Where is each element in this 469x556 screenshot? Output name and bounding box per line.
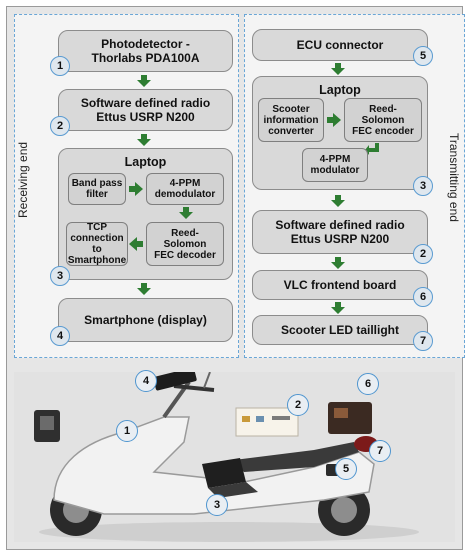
- photodetector-box: Photodetector - Thorlabs PDA100A: [58, 30, 233, 72]
- badge-smartphone: 4: [50, 326, 70, 346]
- mod-line1: 4-PPM: [319, 154, 351, 165]
- badge-tx-sdr: 2: [413, 244, 433, 264]
- transmitting-end-label: Transmitting end: [447, 133, 461, 222]
- ecu-connector-box: ECU connector: [252, 29, 428, 61]
- photodetector-line2: Thorlabs PDA100A: [91, 51, 200, 65]
- badge-rx-sdr: 2: [50, 116, 70, 136]
- photo-badge-5: 5: [335, 458, 357, 480]
- photo-badge-4: 4: [135, 370, 157, 392]
- smartphone-label: Smartphone (display): [84, 313, 207, 327]
- fec-dec-line1: Reed-: [171, 227, 199, 239]
- photo-badge-3: 3: [206, 494, 228, 516]
- fec-dec-line3: FEC decoder: [154, 249, 216, 261]
- tcp-line3: Smartphone: [67, 255, 127, 266]
- tcp-line1: TCP: [87, 222, 107, 233]
- arrow-down-icon: [137, 283, 151, 295]
- demod-line2: demodulator: [154, 189, 216, 200]
- fec-enc-line3: FEC encoder: [352, 125, 414, 137]
- bandpass-line1: Band pass: [71, 178, 123, 189]
- badge-photodetector: 1: [50, 56, 70, 76]
- ppm-demodulator-box: 4-PPM demodulator: [146, 173, 224, 205]
- vlc-label: VLC frontend board: [283, 278, 397, 292]
- arrow-down-icon: [137, 134, 151, 146]
- scooter-info-converter-box: Scooter information converter: [258, 98, 324, 142]
- fec-enc-line2: Solomon: [361, 114, 405, 126]
- arrow-down-icon: [137, 75, 151, 87]
- rs-fec-encoder-box: Reed- Solomon FEC encoder: [344, 98, 422, 142]
- badge-ecu: 5: [413, 46, 433, 66]
- rx-sdr-box: Software defined radio Ettus USRP N200: [58, 89, 233, 131]
- tcp-line2: connection to: [70, 233, 124, 255]
- rx-sdr-line1: Software defined radio: [80, 96, 211, 110]
- arrow-right-icon: [129, 182, 143, 196]
- mod-line2: modulator: [310, 165, 360, 176]
- badge-tx-laptop: 3: [413, 176, 433, 196]
- arrow-down-icon: [331, 63, 345, 75]
- fec-dec-line2: Solomon: [163, 238, 207, 250]
- scooter-info-line1: Scooter: [272, 103, 310, 115]
- arrow-down-icon: [179, 207, 193, 219]
- tx-sdr-line2: Ettus USRP N200: [290, 232, 390, 246]
- arrow-down-icon: [331, 257, 345, 269]
- rx-laptop-title: Laptop: [124, 155, 167, 169]
- ecu-label: ECU connector: [296, 38, 384, 52]
- receiving-end-label: Receiving end: [16, 141, 30, 218]
- arrow-down-left-icon: [365, 143, 381, 155]
- photo-badge-2: 2: [287, 394, 309, 416]
- led-label: Scooter LED taillight: [280, 323, 399, 337]
- arrow-right-icon: [327, 113, 341, 127]
- arrow-down-icon: [331, 195, 345, 207]
- photo-badge-6: 6: [357, 373, 379, 395]
- scooter-info-line3: converter: [268, 125, 314, 137]
- badge-vlc: 6: [413, 287, 433, 307]
- ppm-modulator-box: 4-PPM modulator: [302, 148, 368, 182]
- fec-enc-line1: Reed-: [369, 103, 397, 115]
- rs-fec-decoder-box: Reed- Solomon FEC decoder: [146, 222, 224, 266]
- led-taillight-box: Scooter LED taillight: [252, 315, 428, 345]
- bandpass-filter-box: Band pass filter: [68, 173, 126, 205]
- scooter-setup-illustration: [14, 372, 455, 542]
- photo-badge-1: 1: [116, 420, 138, 442]
- tx-laptop-title: Laptop: [319, 83, 361, 97]
- badge-led: 7: [413, 331, 433, 351]
- tcp-connection-box: TCP connection to Smartphone: [66, 222, 128, 266]
- bandpass-line2: filter: [86, 189, 108, 200]
- demod-line1: 4-PPM: [169, 178, 201, 189]
- tx-sdr-line1: Software defined radio: [275, 218, 405, 232]
- smartphone-box: Smartphone (display): [58, 298, 233, 342]
- arrow-down-icon: [331, 302, 345, 314]
- badge-rx-laptop: 3: [50, 266, 70, 286]
- rx-sdr-line2: Ettus USRP N200: [96, 110, 195, 124]
- vlc-frontend-box: VLC frontend board: [252, 270, 428, 300]
- photodetector-line1: Photodetector -: [101, 37, 190, 51]
- photo-badge-7: 7: [369, 440, 391, 462]
- scooter-info-line2: information: [263, 114, 319, 126]
- arrow-left-icon: [129, 237, 143, 251]
- tx-sdr-box: Software defined radio Ettus USRP N200: [252, 210, 428, 254]
